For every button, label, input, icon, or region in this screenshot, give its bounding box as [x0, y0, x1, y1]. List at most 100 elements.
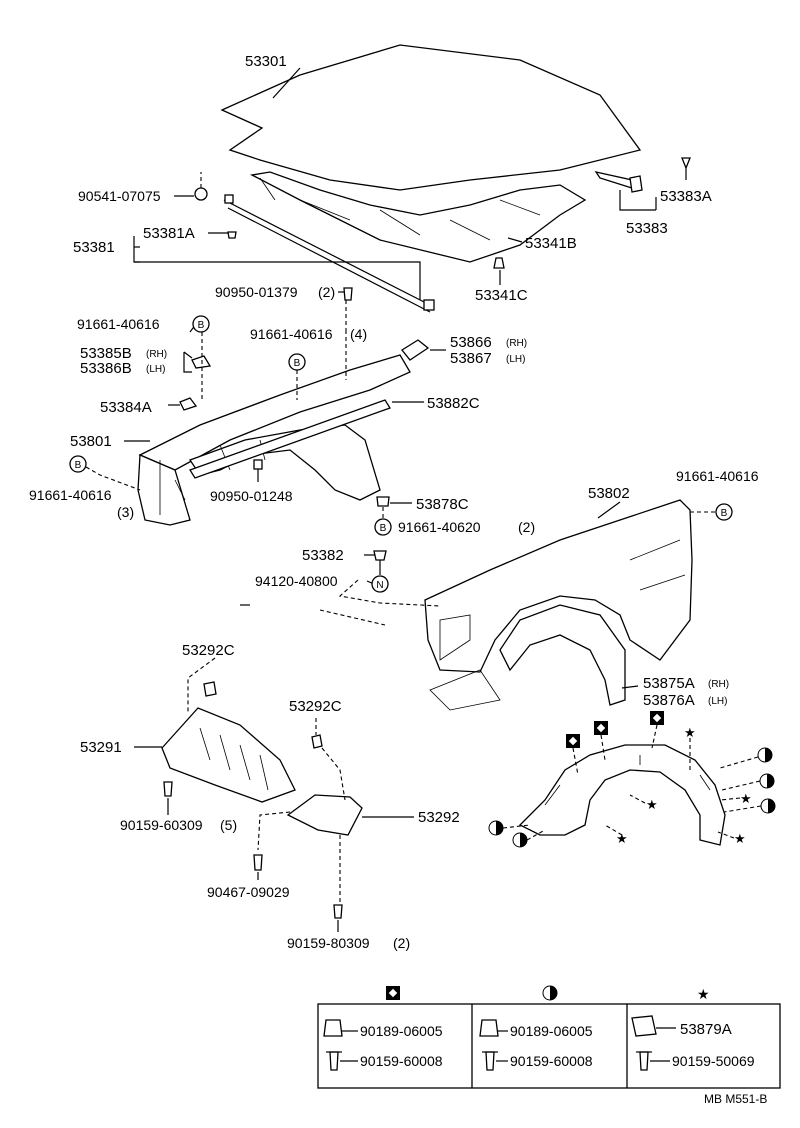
callout-b-2: [288, 353, 306, 371]
svg-text:★: ★: [740, 791, 752, 806]
label-side: (RH): [708, 679, 729, 690]
label-qty: (2): [318, 284, 335, 300]
label-90467-09029: 90467-09029: [207, 884, 290, 900]
svg-text:★: ★: [684, 725, 696, 740]
label-53385b: 53385B: [80, 345, 132, 362]
clip-53381a: [227, 231, 237, 239]
label-53386b: 53386B: [80, 360, 132, 377]
label-53292c-a: 53292C: [182, 642, 235, 659]
screw-icon: [326, 1051, 342, 1071]
label-91661-40620: 91661-40620: [398, 519, 481, 535]
apron-brace-53882c: [189, 399, 391, 479]
legend-col3-row2: 90159-50069: [672, 1053, 755, 1069]
callout-b-1: [192, 315, 210, 333]
label-qty: (5): [220, 817, 237, 833]
fender-liner-detail: [518, 744, 726, 846]
callout-letter: B: [294, 358, 301, 369]
clip-53292c-a: [203, 681, 217, 697]
bolt-90467: [253, 854, 263, 871]
label-53801: 53801: [70, 433, 112, 450]
callout-b-5: [715, 503, 733, 521]
label-90541-07075: 90541-07075: [78, 188, 161, 204]
callout-n: [371, 575, 389, 593]
label-53876a: 53876A: [643, 692, 695, 709]
clip-53341c: [493, 257, 505, 269]
clip-icon: [631, 1015, 657, 1037]
legend-col1-row2: 90159-60008: [360, 1053, 443, 1069]
hood-53301: [220, 44, 642, 191]
callout-b-4: [374, 518, 392, 536]
label-53882c: 53882C: [427, 395, 480, 412]
label-91661-40616-b: 91661-40616: [250, 326, 333, 342]
legend-col1-row1: 90189-06005: [360, 1023, 443, 1039]
label-90950-01248: 90950-01248: [210, 488, 293, 504]
screw-icon: [636, 1051, 652, 1071]
legend-col2-row1: 90189-06005: [510, 1023, 593, 1039]
label-side: (RH): [506, 338, 527, 349]
bolt-90159-60309: [163, 781, 173, 797]
clip-90541: [194, 187, 208, 201]
label-53291: 53291: [80, 739, 122, 756]
label-90159-60309: 90159-60309: [120, 817, 203, 833]
label-91661-40616-c: 91661-40616: [29, 487, 112, 503]
label-53382: 53382: [302, 547, 344, 564]
diagram-code: MB M551-B: [704, 1092, 767, 1106]
symbol-half-circle-icon: [488, 747, 776, 848]
symbol-diamond-icon: [566, 711, 664, 748]
front-fender-53802: [424, 499, 693, 673]
svg-text:★: ★: [646, 797, 658, 812]
label-side: (LH): [506, 354, 525, 365]
legend-star-icon: ★: [697, 986, 710, 1002]
pad-53384a: [179, 397, 198, 411]
clip-90950-01248: [253, 459, 263, 470]
label-53878c: 53878C: [416, 496, 469, 513]
label-53383a: 53383A: [660, 188, 712, 205]
callout-letter: N: [376, 580, 383, 591]
label-53866: 53866: [450, 334, 492, 351]
callout-letter: B: [75, 460, 82, 471]
label-side: (RH): [146, 349, 167, 360]
label-side: (LH): [146, 364, 165, 375]
label-53301: 53301: [245, 53, 287, 70]
clip-53292c-b: [311, 734, 323, 749]
legend-col2-row2: 90159-60008: [510, 1053, 593, 1069]
label-qty: (2): [518, 519, 535, 535]
symbol-star-icon: ★ ★ ★ ★ ★: [616, 725, 752, 846]
bracket-53385b: [191, 355, 212, 369]
label-qty: (3): [117, 504, 134, 520]
clip-53878c: [376, 496, 390, 507]
callout-letter: B: [721, 508, 728, 519]
nut-53382: [373, 550, 387, 575]
engine-under-cover-53291: [161, 707, 296, 803]
nut-icon: [323, 1019, 343, 1037]
label-side: (LH): [708, 696, 727, 707]
fender-liner-53875a: [429, 604, 626, 711]
fender-apron-53801: [137, 354, 411, 526]
callout-letter: B: [198, 320, 205, 331]
label-qty: (4): [350, 326, 367, 342]
label-53875a: 53875A: [643, 675, 695, 692]
svg-text:★: ★: [734, 831, 746, 846]
screw-icon: [482, 1051, 498, 1071]
label-53292c-b: 53292C: [289, 698, 342, 715]
label-91661-40616-d: 91661-40616: [676, 468, 759, 484]
label-53381a: 53381A: [143, 225, 195, 242]
label-53384a: 53384A: [100, 399, 152, 416]
label-53341c: 53341C: [475, 287, 528, 304]
legend-diamond-icon: [386, 986, 400, 1000]
callout-b-3: [69, 455, 87, 473]
label-53292: 53292: [418, 809, 460, 826]
label-90159-80309: 90159-80309: [287, 935, 370, 951]
hood-inner-panel-53341b: [249, 171, 587, 263]
legend-col3-row1: 53879A: [680, 1021, 732, 1038]
callout-letter: B: [380, 523, 387, 534]
legend-half-circle-icon: [542, 985, 558, 1001]
bolt-90159-80309: [333, 904, 343, 919]
label-53341b: 53341B: [525, 235, 577, 252]
under-cover-53292: [286, 794, 363, 836]
clip-90950-01379: [343, 287, 353, 301]
label-91661-40616-a: 91661-40616: [77, 316, 160, 332]
svg-text:★: ★: [616, 831, 628, 846]
label-90950-01379: 90950-01379: [215, 284, 298, 300]
